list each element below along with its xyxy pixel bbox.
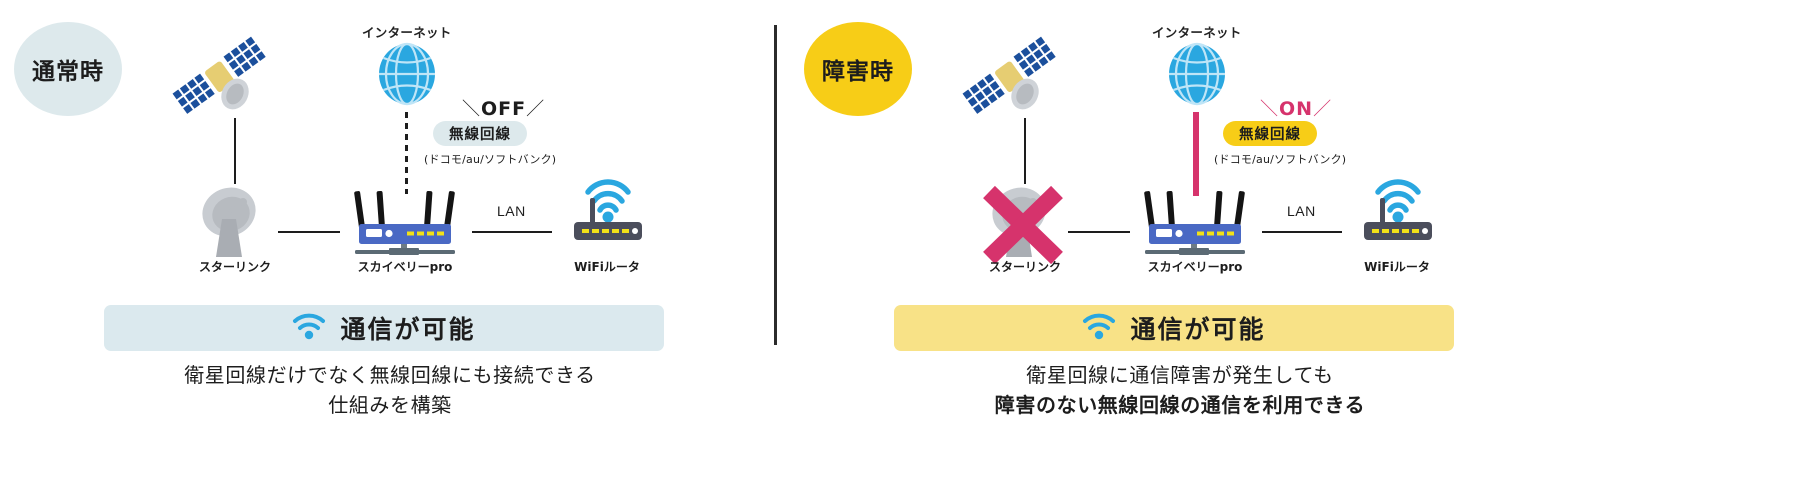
wireless-link-line bbox=[1193, 112, 1199, 196]
satellite-caption: スターリンク bbox=[198, 260, 271, 274]
state-badge-label: 通常時 bbox=[32, 59, 104, 85]
slash-left-icon: ＼ bbox=[462, 99, 481, 120]
panel-failure: 障害時 インターネット bbox=[790, 0, 1570, 503]
globe-icon bbox=[376, 42, 438, 111]
globe-icon bbox=[1166, 42, 1228, 111]
wireless-toggle-label: ON bbox=[1279, 98, 1314, 120]
panel-caption-line1: 衛星回線に通信障害が発生しても bbox=[1026, 363, 1334, 387]
router-caption: スカイベリーpro bbox=[1147, 260, 1243, 274]
ground-dish-icon bbox=[196, 185, 272, 268]
state-badge-failure: 障害時 bbox=[804, 22, 912, 116]
satellite-caption: スターリンク bbox=[988, 260, 1061, 274]
result-banner: 通信が可能 bbox=[894, 305, 1454, 351]
skyberry-router-icon bbox=[345, 190, 465, 262]
wireless-line-pill-label: 無線回線 bbox=[1239, 127, 1301, 143]
lan-line bbox=[472, 231, 552, 233]
result-banner-label: 通信が可能 bbox=[340, 315, 476, 344]
wifi-router-icon bbox=[566, 170, 648, 255]
satellite-icon bbox=[956, 32, 1066, 127]
wifi-router-caption: WiFiルータ bbox=[1364, 260, 1430, 274]
wireless-line-pill-label: 無線回線 bbox=[449, 127, 511, 143]
wifi-signal-icon bbox=[1082, 312, 1116, 345]
failure-cross-icon bbox=[976, 182, 1070, 273]
result-banner: 通信が可能 bbox=[104, 305, 664, 351]
panel-divider bbox=[774, 25, 777, 345]
panel-caption-line1: 衛星回線だけでなく無線回線にも接続できる bbox=[184, 363, 596, 387]
router-caption: スカイベリーpro bbox=[357, 260, 453, 274]
internet-label: インターネット bbox=[1152, 25, 1242, 40]
carriers-label: (ドコモ/au/ソフトバンク) bbox=[1214, 153, 1347, 166]
wifi-router-caption: WiFiルータ bbox=[574, 260, 640, 274]
dish-router-line bbox=[1068, 231, 1130, 233]
wireless-toggle-marker: ＼OFF／ bbox=[462, 95, 545, 121]
wireless-line-pill: 無線回線 bbox=[433, 121, 527, 146]
state-badge-label: 障害時 bbox=[822, 59, 894, 85]
slash-right-icon: ／ bbox=[1313, 99, 1333, 120]
result-banner-label: 通信が可能 bbox=[1130, 315, 1266, 344]
wireless-toggle-marker: ＼ON／ bbox=[1260, 95, 1332, 121]
state-badge-normal: 通常時 bbox=[14, 22, 122, 116]
wireless-toggle-label: OFF bbox=[481, 98, 527, 120]
wireless-line-pill: 無線回線 bbox=[1223, 121, 1317, 146]
slash-left-icon: ＼ bbox=[1260, 99, 1279, 120]
lan-label: LAN bbox=[1287, 203, 1316, 219]
satellite-link-line bbox=[1024, 118, 1026, 184]
lan-line bbox=[1262, 231, 1342, 233]
panel-normal: 通常時 インターネット bbox=[0, 0, 780, 503]
panel-caption-line2: 障害のない無線回線の通信を利用できる bbox=[994, 393, 1366, 417]
lan-label: LAN bbox=[497, 203, 526, 219]
slash-right-icon: ／ bbox=[526, 99, 546, 120]
dish-router-line bbox=[278, 231, 340, 233]
panel-caption: 衛星回線に通信障害が発生しても 障害のない無線回線の通信を利用できる bbox=[790, 360, 1570, 420]
panel-caption: 衛星回線だけでなく無線回線にも接続できる 仕組みを構築 bbox=[0, 360, 780, 420]
skyberry-router-icon bbox=[1135, 190, 1255, 262]
internet-label: インターネット bbox=[362, 25, 452, 40]
satellite-icon bbox=[166, 32, 276, 127]
wifi-signal-icon bbox=[292, 312, 326, 345]
wireless-link-line bbox=[405, 112, 408, 194]
wifi-router-icon bbox=[1356, 170, 1438, 255]
carriers-label: (ドコモ/au/ソフトバンク) bbox=[424, 153, 557, 166]
panel-caption-line2: 仕組みを構築 bbox=[328, 393, 452, 417]
satellite-link-line bbox=[234, 118, 236, 184]
